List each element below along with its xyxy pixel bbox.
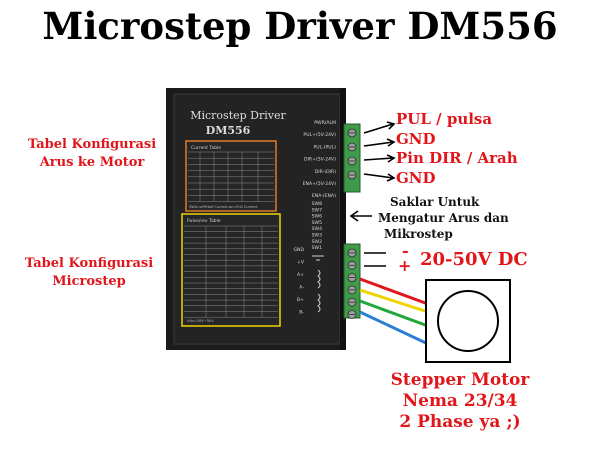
device-label: SW6 (312, 214, 322, 220)
pulse-table-title: Pulse/rev Table (187, 218, 221, 224)
current-table-note: SW4=off/Half Current,on=Full Current (189, 205, 258, 209)
switch-annotation: Saklar Untuk Mengatur Arus dan Mikrostep (378, 195, 509, 241)
gnd-label-2: GND (396, 169, 436, 187)
wire-blue (359, 310, 429, 346)
device-label: ENA+(5V-24V) (303, 181, 337, 187)
device-label: A- (299, 285, 304, 291)
signal-arrows (363, 121, 396, 182)
gnd-label-1: GND (396, 130, 436, 148)
device-brand-text: Microstep Driver (190, 109, 286, 122)
pulse-table (181, 213, 281, 327)
wire-red (359, 277, 429, 306)
page-title: Microstep Driver DM556 (42, 4, 558, 48)
device-label: PUL+(5V-24V) (303, 132, 336, 138)
driver-unit: Microstep Driver DM556 Current Table SW4… (166, 88, 346, 350)
device-label: SW2 (312, 239, 322, 245)
current-table-title: Current Table (191, 145, 221, 151)
power-motor-terminal-block (343, 243, 361, 319)
device-label: B+ (297, 297, 304, 303)
switch-arrow (349, 210, 372, 222)
device-label: SW3 (312, 233, 322, 239)
dir-label: Pin DIR / Arah (396, 149, 518, 167)
device-label: SW7 (312, 207, 322, 213)
power-arrows (364, 252, 386, 267)
device-label: DIR+(5V-24V) (304, 157, 336, 163)
motor-annotation: Stepper Motor Nema 23/34 2 Phase ya ;) (390, 370, 530, 432)
microstep-table-annotation: Tabel Konfigurasi Microstep (24, 256, 154, 289)
motor-power-labels: GND +V A+ A- B+ B- (293, 247, 304, 316)
device-label: A+ (297, 272, 304, 278)
device-label: DIR-(DIR) (315, 169, 336, 175)
current-table-annotation: Tabel Konfigurasi Arus ke Motor (27, 137, 157, 170)
device-label: PWR/ALM (314, 120, 336, 126)
wire-green (359, 299, 429, 328)
device-label: PUL-(PUL) (313, 144, 336, 150)
power-voltage-label: 20-50V DC (420, 249, 528, 270)
pulse-table-grid (184, 225, 278, 318)
device-label: SW4 (312, 226, 322, 232)
minus-sign: - (402, 241, 409, 260)
device-label: SW8 (312, 201, 322, 207)
device-label: SW5 (312, 220, 322, 226)
plus-sign: + (398, 256, 412, 275)
signal-labels: PWR/ALM PUL+(5V-24V) PUL-(PUL) DIR+(5V-24V)… (303, 120, 337, 199)
pulse-table-note: Vdc=20V~50V (187, 319, 214, 323)
signal-terminal-block (343, 123, 361, 193)
device-label: ENA-(ENA) (312, 193, 336, 199)
current-table-grid (188, 151, 274, 202)
coil-symbols (317, 269, 321, 313)
driver-side-rail (340, 88, 346, 350)
power-symbol (312, 255, 324, 261)
motor-wires (359, 277, 429, 346)
wire-yellow (359, 288, 429, 314)
current-table (185, 140, 277, 212)
device-label: +V (297, 260, 305, 266)
pul-label: PUL / pulsa (396, 110, 493, 128)
device-label: GND (293, 247, 304, 253)
device-model-text: DM556 (206, 124, 251, 137)
stepper-motor-icon (425, 279, 511, 363)
device-label: B- (299, 310, 304, 316)
device-label: SW1 (312, 245, 322, 251)
